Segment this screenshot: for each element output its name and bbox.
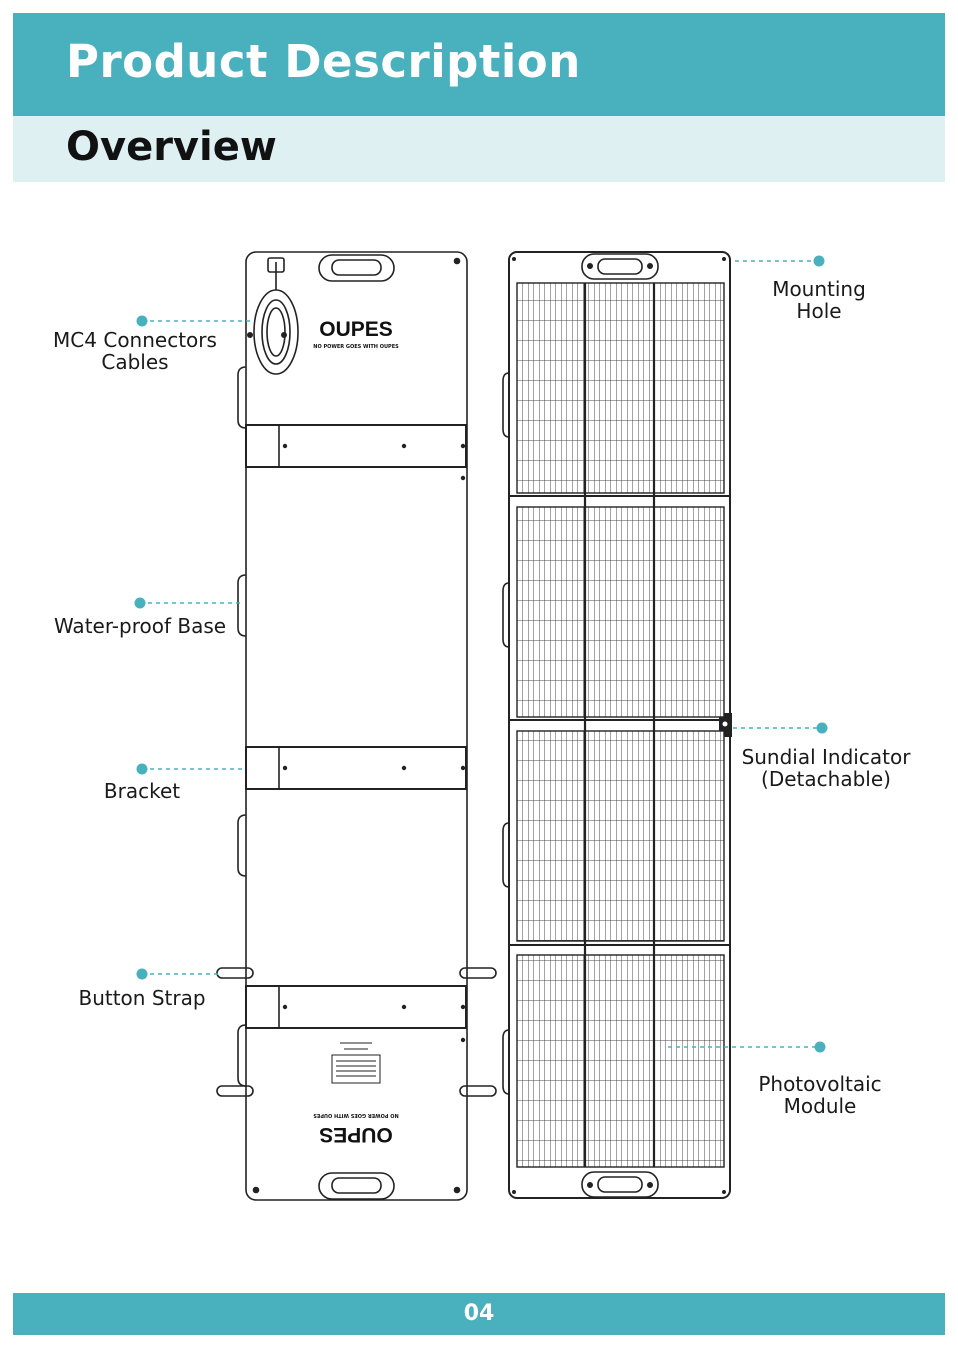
label-mc4-connectors: MC4 Connectors Cables	[40, 329, 230, 373]
label-mc4-line2: Cables	[40, 351, 230, 373]
page-number: 04	[13, 1301, 945, 1326]
back-panel	[217, 252, 496, 1200]
label-sundial-indicator: Sundial Indicator (Detachable)	[736, 746, 916, 790]
label-mc4-line1: MC4 Connectors	[40, 329, 230, 351]
label-button-strap: Button Strap	[60, 987, 224, 1009]
label-pv-line2: Module	[745, 1095, 895, 1117]
brand-tagline-inverted: NO POWER GOES WITH OUPES	[312, 1112, 400, 1118]
brand-tagline: NO POWER GOES WITH OUPES	[312, 344, 400, 350]
label-waterproof-base: Water-proof Base	[38, 615, 242, 637]
brand-logo-inverted: OUPES	[314, 1122, 398, 1146]
label-mounting-line2: Hole	[748, 300, 890, 322]
label-photovoltaic-module: Photovoltaic Module	[745, 1073, 895, 1117]
page-footer: 04	[13, 1293, 945, 1335]
label-bracket: Bracket	[80, 780, 204, 802]
label-pv-line1: Photovoltaic	[745, 1073, 895, 1095]
label-mounting-hole: Mounting Hole	[748, 278, 890, 322]
label-sundial-line1: Sundial Indicator	[736, 746, 916, 768]
label-mounting-line1: Mounting	[748, 278, 890, 300]
brand-logo: OUPES	[314, 318, 398, 342]
label-sundial-line2: (Detachable)	[736, 768, 916, 790]
